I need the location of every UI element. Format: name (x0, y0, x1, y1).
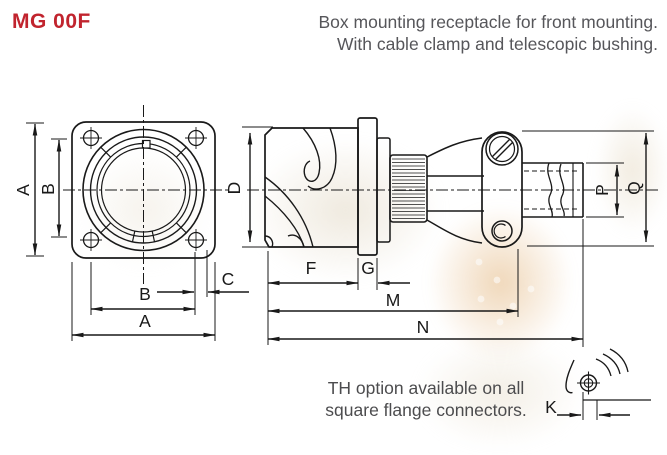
front-view (63, 105, 228, 284)
dim-label-Q: Q (624, 181, 644, 195)
side-view (247, 117, 658, 256)
dim-label-A-width: A (139, 311, 151, 331)
th-option-note: TH option available on all square flange… (309, 377, 543, 421)
bayonet-slots (264, 127, 337, 248)
dim-label-B-width: B (139, 284, 151, 304)
description-line-1: Box mounting receptacle for front mounti… (318, 12, 659, 32)
dim-label-C: C (222, 269, 235, 289)
dim-label-F: F (306, 258, 317, 278)
product-series-title: MG 00F (12, 10, 91, 33)
dim-label-G: G (361, 258, 375, 278)
th-option-detail (557, 348, 651, 420)
dimension-labels: A B D P Q C B A F G M N K (13, 181, 644, 417)
dim-label-K: K (545, 397, 557, 417)
watermark-pins (475, 258, 535, 326)
dim-label-M: M (386, 290, 401, 310)
dim-label-N: N (417, 317, 430, 337)
flange-plate (357, 117, 378, 256)
product-description: Box mounting receptacle for front mounti… (319, 11, 659, 55)
polarizing-key (141, 139, 151, 149)
screw-icon (491, 220, 513, 242)
dim-label-A-height: A (13, 184, 33, 196)
dimension-lines (32, 123, 649, 342)
dim-label-D: D (224, 182, 244, 195)
wave-arcs-icon (595, 348, 629, 377)
extension-lines (26, 122, 654, 347)
note-line-2: square flange connectors. (325, 400, 527, 420)
dim-label-B-height: B (38, 183, 58, 195)
screw-icon (485, 132, 519, 166)
knurled-nut (389, 154, 428, 223)
description-line-2: With cable clamp and telescopic bushing. (336, 34, 658, 54)
note-line-1: TH option available on all (327, 378, 525, 398)
tapped-hole-icon (577, 371, 600, 395)
dim-label-P: P (592, 184, 612, 196)
